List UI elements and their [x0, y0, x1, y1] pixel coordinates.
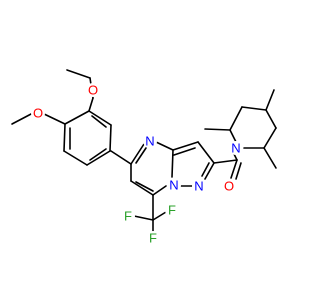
oxygen-atom: O — [31, 106, 45, 121]
oxygen-label: O — [33, 106, 43, 121]
bond — [133, 215, 154, 221]
bond — [265, 89, 275, 111]
bonds — [11, 69, 277, 233]
molecule-diagram: O O N N N O N F — [11, 69, 277, 246]
nitrogen-atom: N — [143, 134, 157, 149]
bond — [89, 148, 107, 161]
bond — [173, 147, 196, 156]
nitrogen-label: N — [145, 134, 154, 149]
bond — [197, 141, 215, 164]
bond — [172, 141, 199, 151]
bond — [110, 150, 132, 165]
label-background — [31, 106, 45, 120]
label-background — [86, 83, 100, 97]
fluorine-atom: F — [121, 209, 135, 224]
fluorine-label: F — [149, 231, 157, 246]
bond — [63, 123, 66, 152]
label-background — [165, 203, 179, 217]
nitrogen-label: N — [194, 179, 203, 194]
bond — [171, 149, 174, 178]
nitrogen-atom: N — [229, 141, 243, 156]
bond — [155, 141, 174, 151]
bond — [265, 109, 277, 129]
bond — [152, 185, 167, 196]
bond — [204, 128, 231, 131]
label-background — [146, 231, 160, 245]
label-background — [167, 178, 181, 192]
bond — [41, 112, 66, 125]
bond — [135, 147, 147, 164]
bond — [64, 110, 90, 125]
bond — [91, 115, 107, 128]
label-background — [121, 209, 135, 223]
fluorine-label: F — [168, 203, 176, 218]
fluorine-atom: F — [165, 203, 179, 218]
label-background — [229, 141, 243, 155]
label-background — [222, 179, 236, 193]
bond — [11, 112, 34, 125]
nitrogen-label: N — [169, 178, 178, 193]
label-background — [143, 134, 157, 148]
nitrogen-label: N — [231, 141, 240, 156]
bond — [130, 143, 145, 165]
bond — [263, 147, 277, 169]
nitrogen-atom: N — [167, 178, 181, 193]
structure-svg: O O N N N O N F — [11, 69, 277, 246]
label-background — [192, 179, 206, 193]
bond — [213, 159, 238, 164]
oxygen-label: O — [88, 83, 98, 98]
bond — [152, 211, 167, 221]
bond — [204, 162, 215, 180]
bond — [135, 181, 154, 192]
bond — [66, 69, 91, 79]
bond — [109, 124, 112, 152]
oxygen-atom: O — [222, 179, 236, 194]
bond — [63, 150, 88, 166]
fluorine-atom: F — [146, 231, 160, 246]
bond — [201, 162, 210, 177]
oxygen-atom: O — [86, 83, 100, 98]
bond — [229, 129, 237, 143]
bond — [235, 162, 242, 180]
bond — [229, 106, 243, 131]
oxygen-label: O — [224, 179, 234, 194]
bond — [86, 150, 111, 166]
nitrogen-atom: N — [192, 179, 206, 194]
bond — [88, 110, 112, 126]
bond — [88, 97, 94, 112]
bond — [241, 106, 267, 111]
bond — [263, 127, 277, 149]
bond — [230, 159, 238, 179]
atom-labels: O O N N N O N F — [31, 83, 243, 246]
bond — [130, 180, 154, 196]
fluorine-label: F — [124, 209, 132, 224]
